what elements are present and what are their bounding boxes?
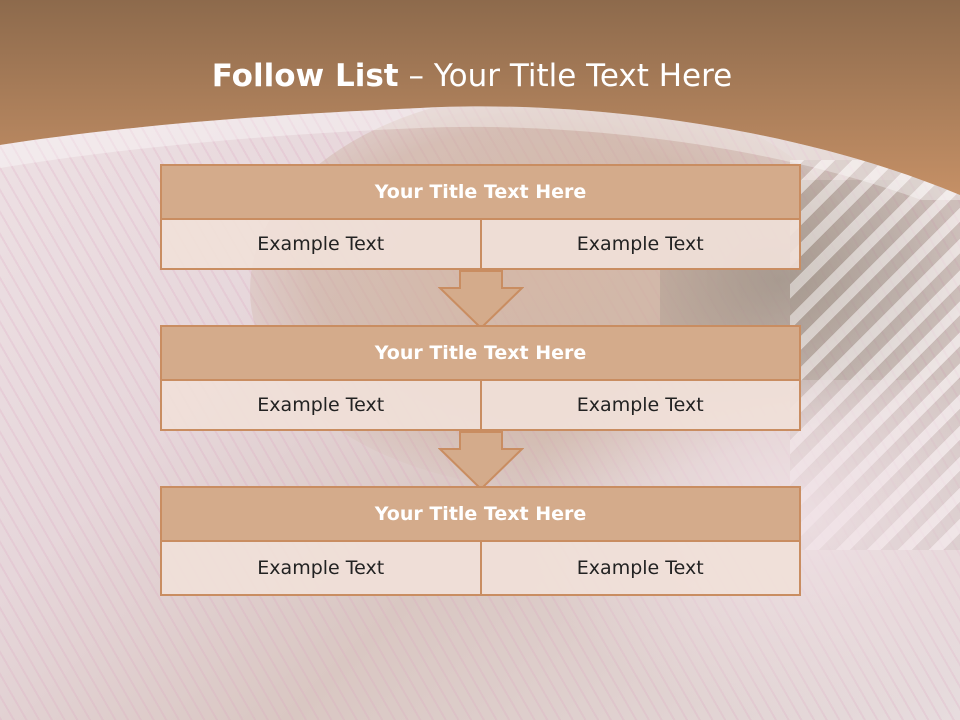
step-row: Example Text Example Text: [160, 220, 801, 270]
title-rest: – Your Title Text Here: [398, 58, 733, 94]
step-cell-left: Example Text: [162, 542, 480, 594]
step-block-2: Your Title Text Here Example Text Exampl…: [160, 325, 801, 431]
step-cell-right: Example Text: [479, 542, 799, 594]
step-cell-left: Example Text: [162, 220, 480, 268]
step-block-3: Your Title Text Here Example Text Exampl…: [160, 486, 801, 596]
step-title: Your Title Text Here: [160, 325, 801, 381]
step-cell-left: Example Text: [162, 381, 480, 429]
title-bold: Follow List: [211, 58, 399, 94]
down-arrow-icon: [438, 431, 524, 491]
step-block-1: Your Title Text Here Example Text Exampl…: [160, 164, 801, 270]
step-row: Example Text Example Text: [160, 381, 801, 431]
down-arrow-icon: [438, 270, 524, 330]
step-cell-right: Example Text: [479, 381, 799, 429]
slide-title: Follow List – Your Title Text Here: [0, 54, 944, 98]
header-banner: [0, 0, 960, 200]
step-row: Example Text Example Text: [160, 542, 801, 596]
step-cell-right: Example Text: [479, 220, 799, 268]
step-title: Your Title Text Here: [160, 164, 801, 220]
step-title: Your Title Text Here: [160, 486, 801, 542]
